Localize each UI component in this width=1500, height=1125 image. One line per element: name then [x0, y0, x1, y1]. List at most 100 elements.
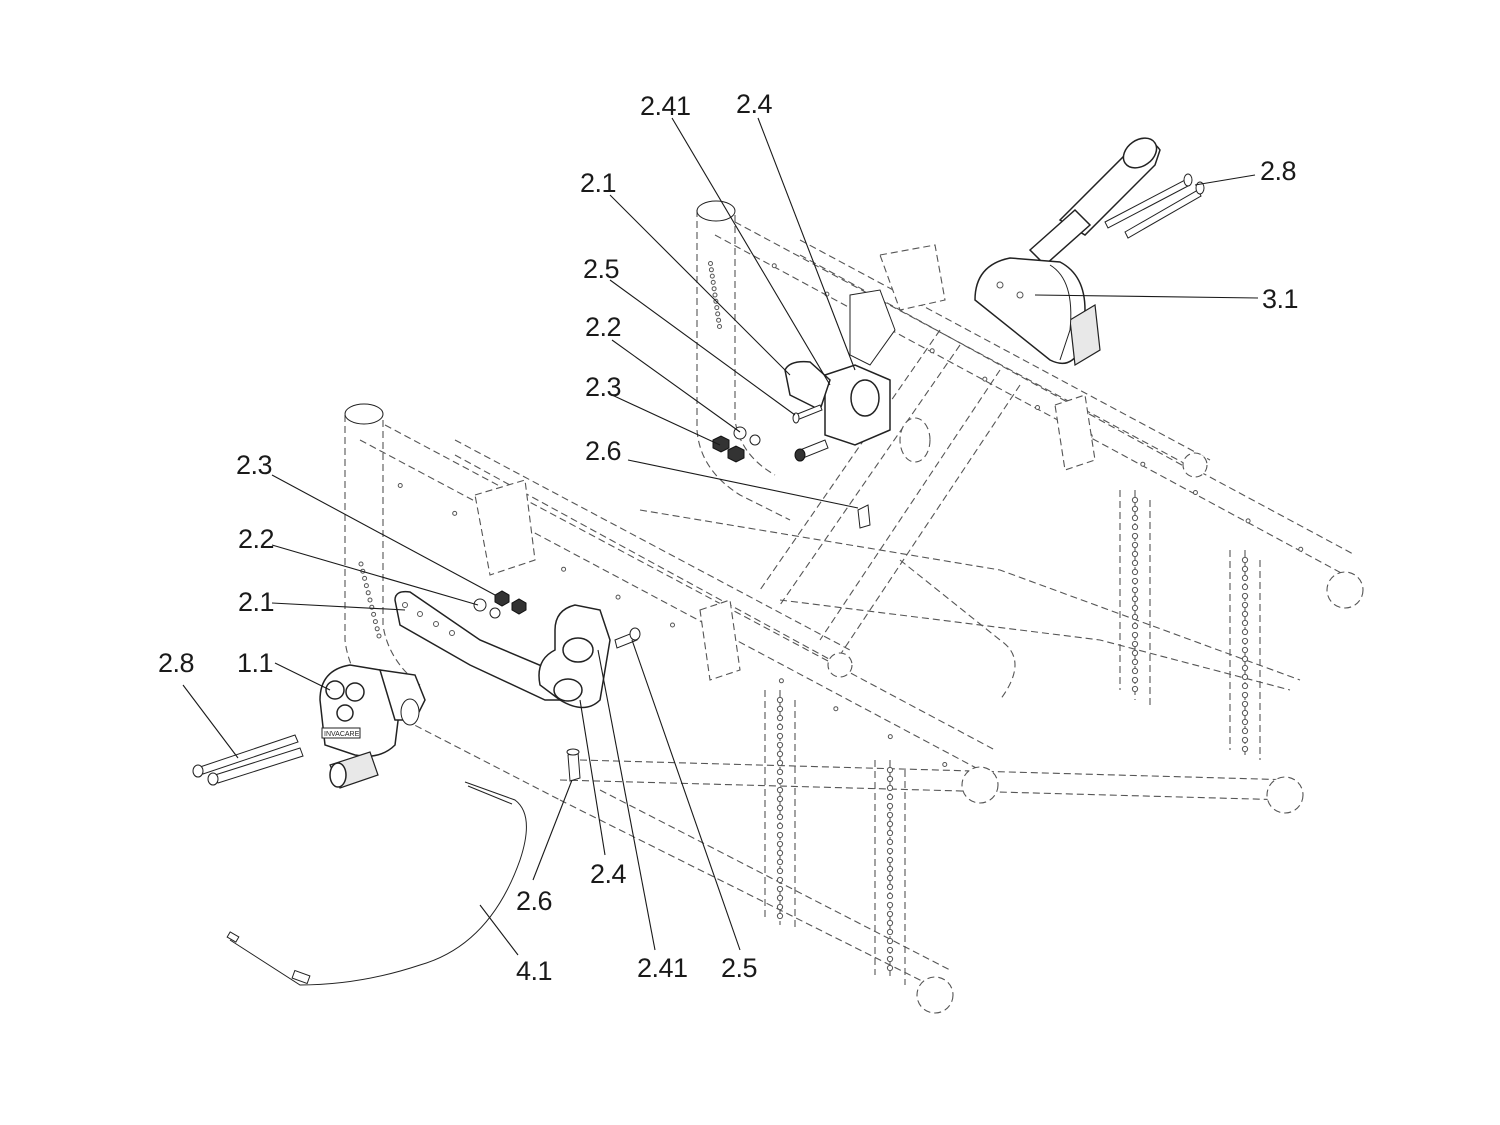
bracket-top [784, 360, 831, 412]
rail-hole [362, 575, 368, 581]
adjustment-hole [886, 883, 894, 891]
adjustment-hole [776, 804, 784, 812]
adjustment-hole [1131, 595, 1139, 603]
screws-top [712, 404, 871, 529]
adjustment-hole [1241, 700, 1249, 708]
adjustment-hole [1241, 574, 1249, 582]
adjustment-hole [1131, 604, 1139, 612]
adjustment-hole [1131, 559, 1139, 567]
rail-hole [715, 311, 721, 317]
adjustment-hole [776, 867, 784, 875]
adjustment-hole [1241, 718, 1249, 726]
callout-2-4-top: 2.4 [736, 89, 773, 119]
adjustment-hole [776, 840, 784, 848]
rail-hole [771, 263, 777, 269]
callout-4-1: 4.1 [516, 956, 552, 986]
adjustment-hole [776, 696, 784, 704]
adjustment-hole [1131, 532, 1139, 540]
adjustment-hole [1241, 646, 1249, 654]
adjustment-hole [1241, 592, 1249, 600]
adjustment-hole [776, 876, 784, 884]
adjustment-hole [1241, 628, 1249, 636]
adjustment-hole [776, 705, 784, 713]
adjustment-hole [1131, 613, 1139, 621]
adjustment-hole [886, 955, 894, 963]
rail-hole [374, 626, 380, 632]
rail-hole [367, 597, 373, 603]
adjustment-hole [886, 892, 894, 900]
adjustment-hole [886, 838, 894, 846]
rail-hole [717, 324, 722, 329]
adjustment-hole [776, 885, 784, 893]
adjustment-hole [886, 910, 894, 918]
adjustment-hole [886, 847, 894, 855]
rail-hole [371, 611, 377, 617]
adjustment-hole [1131, 586, 1139, 594]
rail-hole [942, 762, 948, 767]
rail-hole [708, 267, 714, 273]
rail-hole [716, 317, 722, 323]
adjustment-hole [776, 777, 784, 785]
adjustment-hole [886, 793, 894, 801]
adjustment-hole [1241, 709, 1249, 717]
rail-hole [1192, 490, 1198, 496]
adjustment-hole [886, 829, 894, 837]
adjustment-hole [776, 822, 784, 830]
rail-hole [372, 619, 378, 625]
adjustment-hole [886, 775, 894, 783]
adjustment-hole [1131, 658, 1139, 666]
rail-hole [1140, 461, 1146, 467]
adjustment-hole [776, 732, 784, 740]
callout-2-3-left: 2.3 [236, 450, 272, 480]
clamp-left [538, 604, 611, 709]
rail-hole [712, 292, 718, 298]
adjustment-hole [776, 831, 784, 839]
rail-hole [1298, 546, 1304, 552]
rail-hole [710, 279, 716, 285]
rail-hole [708, 261, 713, 266]
callout-2-41-bottom: 2.41 [637, 953, 688, 983]
adjustment-hole [1241, 745, 1249, 753]
adjustment-hole [1241, 601, 1249, 609]
rail-hole [887, 734, 893, 740]
adjustment-hole [886, 946, 894, 954]
adjustment-hole [1241, 736, 1249, 744]
adjustment-hole [776, 786, 784, 794]
rail-hole [714, 305, 720, 311]
rail-hole [365, 590, 371, 596]
adjustment-hole [886, 856, 894, 864]
adjustment-hole [1131, 505, 1139, 513]
adjustment-hole [1241, 664, 1249, 672]
rail-hole [615, 594, 621, 600]
screws-left [566, 627, 641, 782]
callout-2-5-bottom: 2.5 [721, 953, 757, 983]
adjustment-hole [776, 894, 784, 902]
adjustment-hole [886, 784, 894, 792]
bolts-top-right [1104, 173, 1205, 239]
rail-hole [452, 510, 458, 516]
callout-2-41-top: 2.41 [640, 91, 691, 121]
rail-hole [929, 348, 935, 354]
adjustment-hole [1131, 550, 1139, 558]
callout-2-8-top: 2.8 [1260, 156, 1296, 186]
adjustment-hole [1131, 622, 1139, 630]
adjustment-hole [776, 741, 784, 749]
adjustment-hole [1241, 682, 1249, 690]
adjustment-hole [1131, 568, 1139, 576]
adjustment-hole [1131, 676, 1139, 684]
adjustment-hole [776, 723, 784, 731]
brand-logo-text: INVACARE [324, 731, 360, 738]
adjustment-hole [1241, 673, 1249, 681]
adjustment-hole [886, 937, 894, 945]
adjustment-hole [1131, 577, 1139, 585]
adjustment-hole [886, 901, 894, 909]
adjustment-hole [1241, 655, 1249, 663]
adjustment-hole [1241, 691, 1249, 699]
rail-hole [561, 566, 567, 572]
adjustment-hole [886, 766, 894, 774]
callout-2-1-top: 2.1 [580, 168, 616, 198]
adjustment-hole [886, 874, 894, 882]
callout-2-3-top: 2.3 [585, 372, 621, 402]
adjustment-hole [1241, 565, 1249, 573]
